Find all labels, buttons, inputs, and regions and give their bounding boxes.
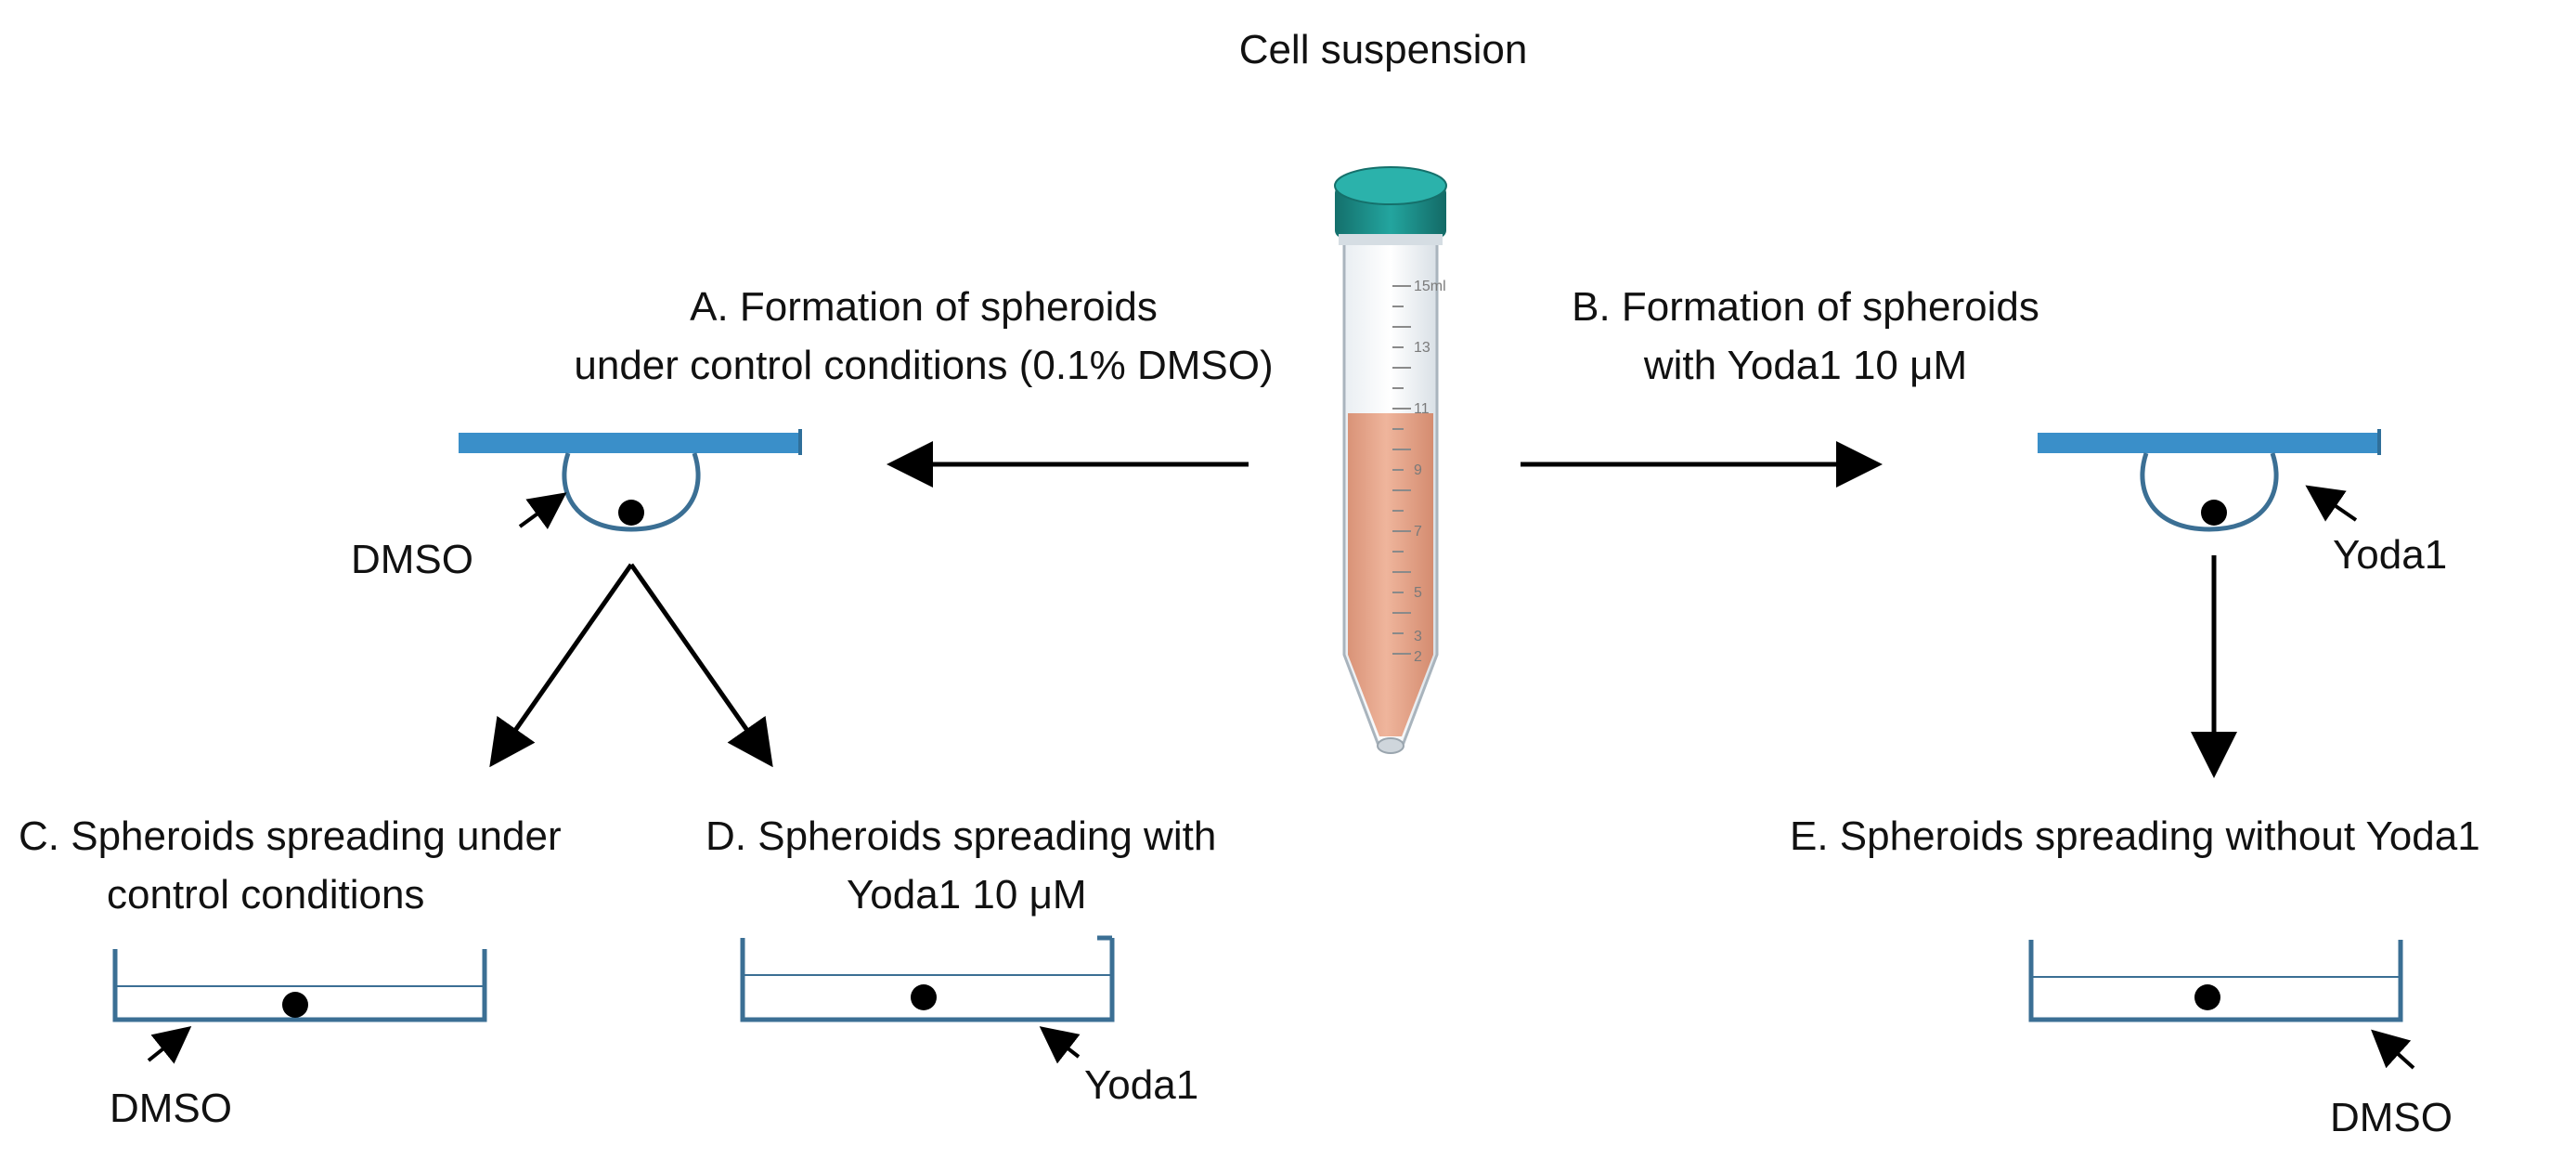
tube-graduation: 9: [1414, 462, 1422, 478]
panel-b-title-line-2: with Yoda1 10 μM: [1643, 343, 1967, 388]
tube-graduation: 5: [1414, 585, 1422, 601]
spheroid-icon: [282, 992, 308, 1018]
yoda1-pointer-d: [1039, 1026, 1081, 1064]
panel-c-title-line-1: C. Spheroids spreading under: [19, 813, 562, 859]
yoda1-pointer-b: [2305, 485, 2358, 522]
culture-dish-d: [740, 935, 1115, 1022]
tube-graduation: 7: [1414, 524, 1422, 540]
tube-graduation: 3: [1414, 629, 1422, 644]
tube-graduation: 13: [1414, 340, 1430, 356]
spheroid-icon: [2194, 984, 2220, 1010]
tube-graduation: 2: [1414, 649, 1422, 665]
arrow-a-to-c: [489, 563, 634, 768]
cell-suspension-liquid: [1348, 413, 1433, 736]
arrow-a-to-d: [628, 563, 773, 768]
culture-dish-e: [2028, 940, 2403, 1022]
panel-b-plate-annotation: Yoda1: [2333, 532, 2447, 578]
dmso-pointer-a: [518, 492, 567, 529]
tube-graduation: 11: [1414, 401, 1430, 417]
centrifuge-tube-icon: 15ml 13 11 9 7 5 3 2: [1334, 166, 1447, 754]
panel-d-title-line-1: D. Spheroids spreading with: [705, 813, 1216, 859]
tube-graduation: 15ml: [1414, 279, 1446, 294]
spheroid-icon: [618, 500, 644, 526]
panel-a-plate-annotation: DMSO: [351, 537, 473, 582]
hanging-drop-plate-b: [2038, 429, 2381, 532]
panel-d-dish-annotation: Yoda1: [1084, 1062, 1198, 1108]
panel-a-title-line-1: A. Formation of spheroids: [690, 284, 1158, 330]
spheroid-icon: [911, 984, 937, 1010]
cell-suspension-label: Cell suspension: [1239, 27, 1528, 72]
dmso-pointer-c: [147, 1026, 192, 1064]
panel-a-title-line-2: under control conditions (0.1% DMSO): [574, 343, 1273, 388]
panel-c-dish-annotation: DMSO: [110, 1086, 232, 1131]
spheroid-icon: [2201, 500, 2227, 526]
culture-dish-c: [112, 949, 487, 1022]
panel-d-title-line-2: Yoda1 10 μM: [847, 872, 1087, 917]
hanging-drop-plate-a: [459, 429, 802, 532]
dmso-pointer-e: [2371, 1029, 2415, 1070]
panel-c-title-line-2: control conditions: [107, 872, 424, 917]
panel-e-dish-annotation: DMSO: [2330, 1095, 2453, 1140]
panel-b-title-line-1: B. Formation of spheroids: [1572, 284, 2039, 330]
panel-e-title-line-1: E. Spheroids spreading without Yoda1: [1790, 813, 2480, 859]
